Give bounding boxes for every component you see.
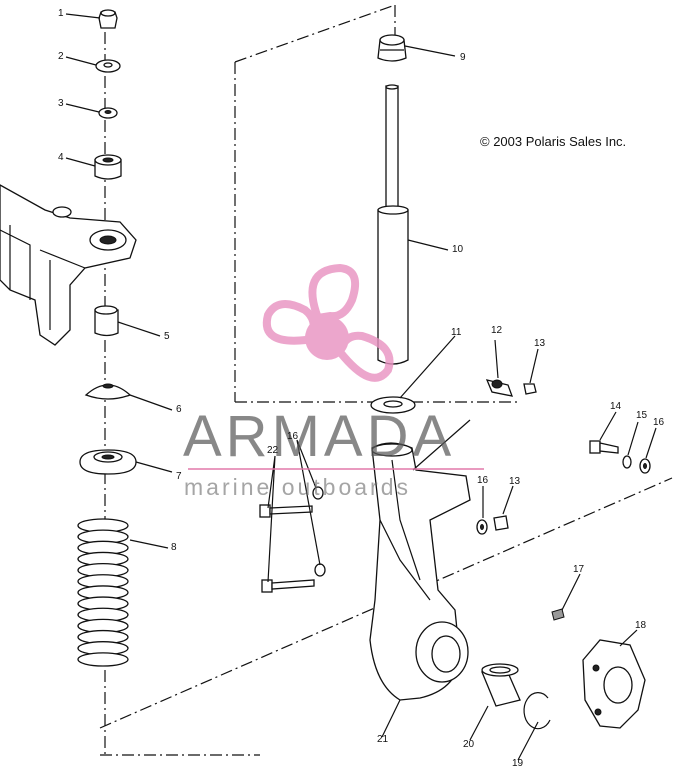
copyright-notice: © 2003 Polaris Sales Inc. [480, 134, 627, 149]
callout-7: 7 [176, 471, 182, 482]
part-11-washer [370, 396, 416, 414]
callout-10: 10 [452, 244, 464, 255]
callout-13-upper: 13 [534, 338, 546, 349]
part-6-spring-cup [84, 383, 132, 400]
frame-upper-mount [0, 184, 137, 346]
callout-3: 3 [58, 98, 64, 109]
callout-14: 14 [610, 401, 622, 412]
callout-8: 8 [171, 542, 177, 553]
part-13-nut-upper [523, 383, 537, 395]
part-19-snap-ring [523, 692, 551, 730]
part-8-coil-spring [77, 518, 129, 667]
callout-18: 18 [635, 620, 647, 631]
part-12-clamp [485, 379, 514, 397]
part-4-bushing [94, 154, 122, 180]
callout-4: 4 [58, 152, 64, 163]
part-3-washer [98, 107, 118, 119]
callout-13-lower: 13 [509, 476, 521, 487]
callout-19: 19 [512, 758, 524, 769]
part-9-bump-stop [377, 34, 407, 62]
part-10-shock-absorber [377, 84, 409, 365]
part-16-washer-right [639, 458, 651, 474]
part-18-brake-caliper [582, 639, 646, 729]
part-2-washer [95, 59, 121, 73]
callout-16-right: 16 [653, 417, 665, 428]
callout-21: 21 [377, 734, 389, 745]
part-1-nut [98, 9, 118, 29]
part-13-nut-lower [493, 515, 509, 531]
part-20-bearing [481, 663, 521, 707]
watermark-propeller-logo [262, 263, 394, 382]
part-7-spring-seat [79, 449, 137, 475]
part-22-bolts [259, 504, 315, 593]
callout-16-left: 16 [287, 431, 299, 442]
watermark-divider [188, 468, 484, 470]
watermark-brand: ARMADA [183, 404, 456, 469]
callout-17: 17 [573, 564, 585, 575]
callout-1: 1 [58, 8, 64, 19]
callout-6: 6 [176, 404, 182, 415]
part-21-steering-knuckle [369, 442, 471, 701]
callout-12: 12 [491, 325, 503, 336]
part-15-lock-washer [622, 455, 632, 469]
part-16-washer-mid [476, 519, 488, 535]
part-16-washers-left [312, 486, 326, 577]
leader-lines [65, 13, 657, 761]
callout-20: 20 [463, 739, 475, 750]
callout-22: 22 [267, 445, 279, 456]
spring-coil [77, 652, 129, 667]
part-5-bushing [94, 305, 119, 337]
part-17-grease-fitting [551, 608, 565, 621]
part-14-bolt [589, 440, 619, 454]
callout-2: 2 [58, 51, 64, 62]
callout-15: 15 [636, 410, 648, 421]
callout-5: 5 [164, 331, 170, 342]
callout-16-mid: 16 [477, 475, 489, 486]
watermark-tagline: marine outboards [184, 474, 411, 500]
callout-11: 11 [451, 327, 462, 338]
callout-9: 9 [460, 52, 466, 63]
